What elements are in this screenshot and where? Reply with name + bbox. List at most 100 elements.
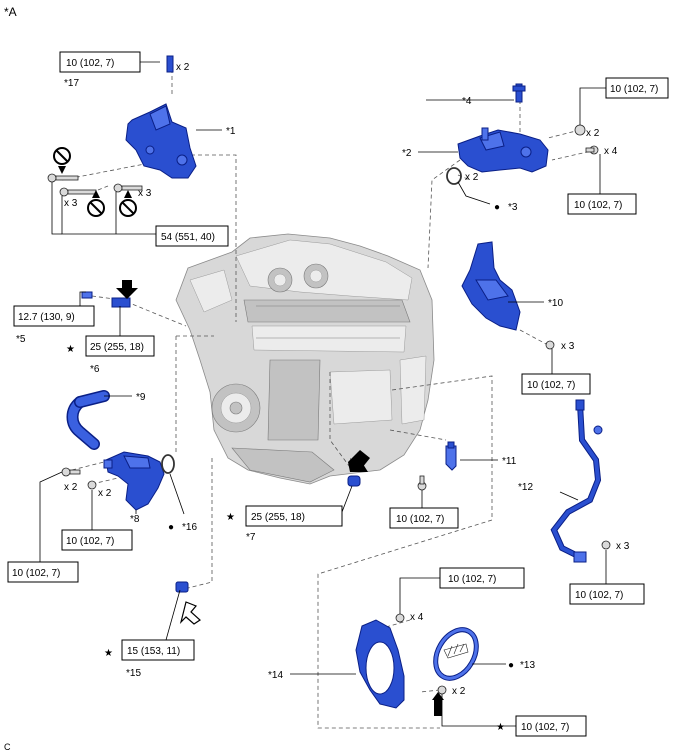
torque-box-7: 25 (255, 18) (245, 505, 343, 527)
torque-box-14-top: 10 (102, 7) (439, 567, 525, 589)
bolts-8 (61, 467, 97, 490)
callout-16: *16 (182, 522, 197, 533)
gasket-3 (446, 167, 462, 185)
star-icon: ★ (496, 722, 505, 733)
quantity-labels: x 2 x 3 x 3 x 2 x 4 x 2 x 3 x 2 x 2 x 3 … (64, 62, 630, 697)
dot-icon: ● (168, 522, 174, 533)
qty-label: x 4 (604, 146, 618, 157)
callout-12: *12 (518, 482, 533, 493)
callout-labels: *1 *17 *2 *3 *4 *5 *6 *7 *8 *9 *10 *11 *… (16, 78, 563, 681)
qty-label: x 2 (176, 62, 190, 73)
star-icon: ★ (104, 648, 113, 659)
torque-box-17: 10 (102, 7) (59, 51, 141, 73)
part-13-oil-seal (433, 627, 479, 681)
qty-label: x 3 (138, 188, 152, 199)
figure-id: *A (4, 5, 17, 19)
part-10-cover (461, 241, 521, 331)
gasket-16 (161, 454, 175, 474)
part-6-sensor (111, 297, 131, 308)
star-icon: ★ (226, 512, 235, 523)
torque-value: 12.7 (130, 9) (18, 312, 75, 323)
callout-7: *7 (246, 532, 256, 543)
callout-5: *5 (16, 334, 26, 345)
torque-value: 10 (102, 7) (574, 200, 622, 211)
callout-3: *3 (508, 202, 518, 213)
arrow-icon (348, 450, 370, 472)
callout-2: *2 (402, 148, 412, 159)
torque-box-15: 15 (153, 11) (121, 639, 195, 661)
torque-box-5: 12.7 (130, 9) (13, 305, 95, 327)
part-11-bracket (445, 441, 457, 471)
engine-assembly (175, 233, 435, 485)
torque-box-12: 10 (102, 7) (569, 583, 645, 605)
callout-9: *9 (136, 392, 146, 403)
torque-value: 10 (102, 7) (527, 380, 575, 391)
arrow-icon (116, 280, 138, 299)
callout-1: *1 (226, 126, 236, 137)
bolt-10-x3 (545, 340, 555, 350)
part-5-bolt (81, 291, 93, 299)
part-2-housing (457, 127, 549, 173)
arrow-icon (432, 692, 444, 716)
corner-mark: C (4, 742, 11, 752)
torque-box-14-bottom: 10 (102, 7) (515, 715, 587, 737)
callout-6: *6 (90, 364, 100, 375)
qty-label: x 3 (64, 198, 78, 209)
torque-value: 10 (102, 7) (66, 536, 114, 547)
bolt-14-x4 (395, 613, 405, 623)
bolt-17 (166, 55, 174, 73)
qty-label: x 2 (452, 686, 466, 697)
qty-label: x 2 (98, 488, 112, 499)
part-1-bracket (125, 103, 197, 179)
qty-label: x 2 (586, 128, 600, 139)
dot-icon: ● (494, 202, 500, 213)
no-reuse-icon (53, 147, 137, 217)
qty-label: x 3 (616, 541, 630, 552)
qty-label: x 2 (64, 482, 78, 493)
torque-value: 25 (255, 18) (251, 512, 305, 523)
torque-value: 10 (102, 7) (521, 722, 569, 733)
leader-lines (39, 61, 607, 727)
callout-11: *11 (502, 456, 517, 467)
callout-13: *13 (520, 660, 535, 671)
torque-box-11: 10 (102, 7) (389, 507, 459, 529)
arrow-icon (179, 601, 201, 625)
torque-value: 15 (153, 11) (127, 646, 180, 657)
torque-value: 10 (102, 7) (448, 574, 496, 585)
torque-value: 10 (102, 7) (66, 58, 114, 69)
symbols: ★ ★ ★ ★ ● ● ● (66, 202, 514, 733)
qty-label: x 2 (465, 172, 479, 183)
torque-box-8-inner: 10 (102, 7) (61, 529, 133, 551)
part-15-sensor (175, 581, 189, 593)
qty-label: x 3 (561, 341, 575, 352)
callout-15: *15 (126, 668, 141, 679)
callout-14: *14 (268, 670, 283, 681)
torque-box-2-bolt: 10 (102, 7) (567, 193, 637, 215)
bolt-4 (512, 83, 526, 103)
bolt-11 (417, 475, 427, 491)
part-12-pipe (550, 399, 603, 563)
bolt-x4 (585, 145, 599, 155)
part-14-retainer (355, 619, 405, 709)
callout-17: *17 (64, 78, 79, 89)
part-7-plug (347, 475, 361, 487)
torque-value: 10 (102, 7) (12, 568, 60, 579)
part-9-hose (66, 390, 110, 450)
dot-icon: ● (508, 660, 514, 671)
torque-box-2-nut: 10 (102, 7) (605, 77, 669, 99)
callout-8: *8 (130, 514, 140, 525)
star-icon: ★ (66, 344, 75, 355)
torque-box-6: 25 (255, 18) (85, 335, 155, 357)
torque-box-10: 10 (102, 7) (521, 373, 591, 395)
torque-value: 54 (551, 40) (161, 232, 215, 243)
callout-4: *4 (462, 96, 472, 107)
torque-value: 10 (102, 7) (610, 84, 658, 95)
torque-box-54: 54 (551, 40) (155, 225, 229, 247)
qty-label: x 4 (410, 612, 424, 623)
torque-value: 10 (102, 7) (396, 514, 444, 525)
part-8-outlet (103, 451, 165, 511)
torque-value: 25 (255, 18) (90, 342, 144, 353)
callout-10: *10 (548, 298, 563, 309)
torque-value: 10 (102, 7) (575, 590, 623, 601)
